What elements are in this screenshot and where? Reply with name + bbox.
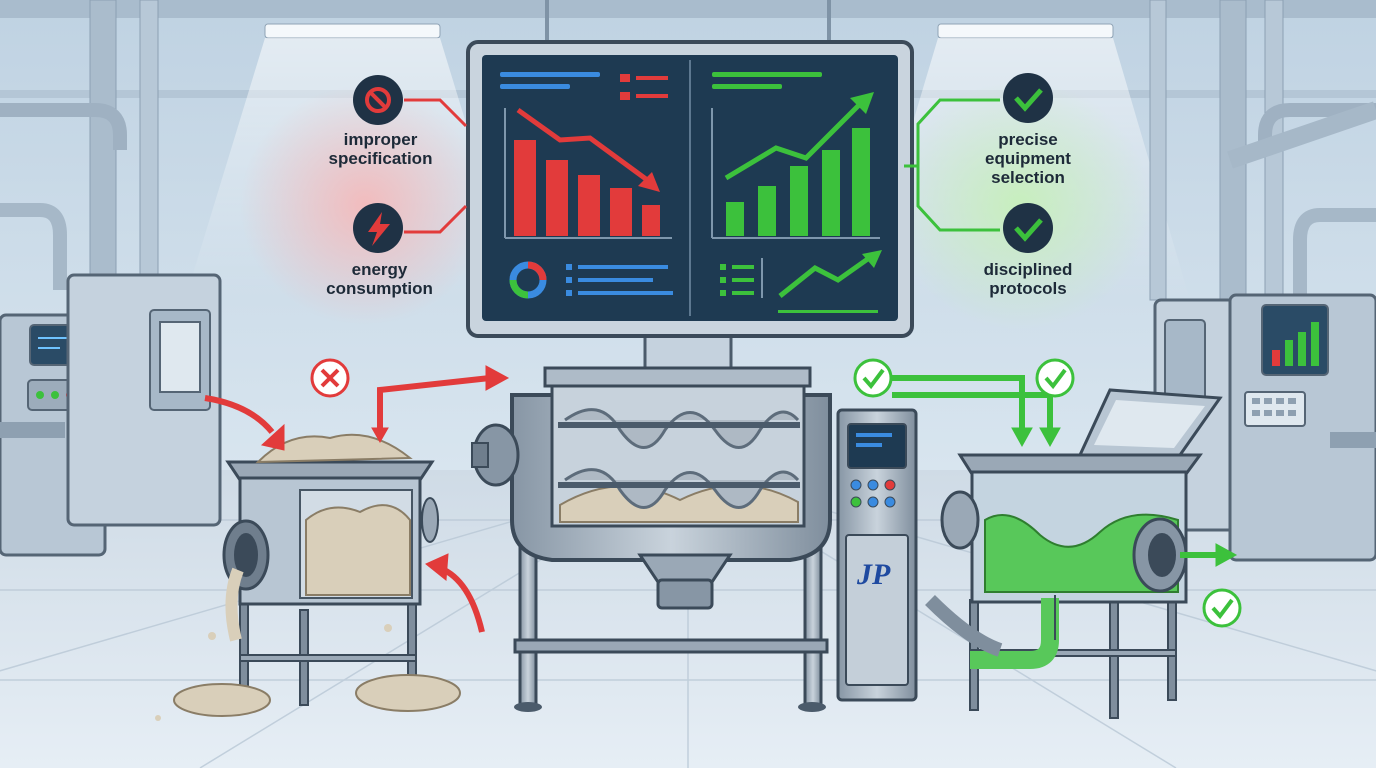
- disciplined-protocols-label: disciplined protocols: [983, 260, 1073, 298]
- precise-equipment-selection-label: precise equipment selection: [985, 130, 1071, 187]
- check-icon: [1003, 203, 1053, 253]
- no-entry-icon: [353, 75, 403, 125]
- background-machine-right: [1153, 293, 1376, 562]
- check-circle-icon: [1202, 588, 1242, 628]
- background-machine-left: [0, 273, 222, 557]
- dashboard-monitor: [466, 40, 914, 374]
- positive-connectors: [904, 98, 1000, 232]
- negative-connectors: [404, 98, 468, 234]
- negative-zone: [240, 85, 490, 325]
- efficient-hopper: [925, 388, 1223, 719]
- check-circle-icon: [1035, 358, 1075, 398]
- red-flow-arrows: [204, 365, 510, 633]
- brand-logo: JP: [857, 558, 891, 591]
- improper-specification-label: improper specification: [328, 130, 433, 168]
- ribbon-mixer: [471, 366, 918, 712]
- check-icon: [1003, 73, 1053, 123]
- check-circle-icon: [853, 358, 893, 398]
- lightning-icon: [353, 203, 403, 253]
- energy-consumption-label: energy consumption: [326, 260, 433, 298]
- faulty-hopper: [155, 433, 461, 721]
- x-circle-icon: [310, 358, 350, 398]
